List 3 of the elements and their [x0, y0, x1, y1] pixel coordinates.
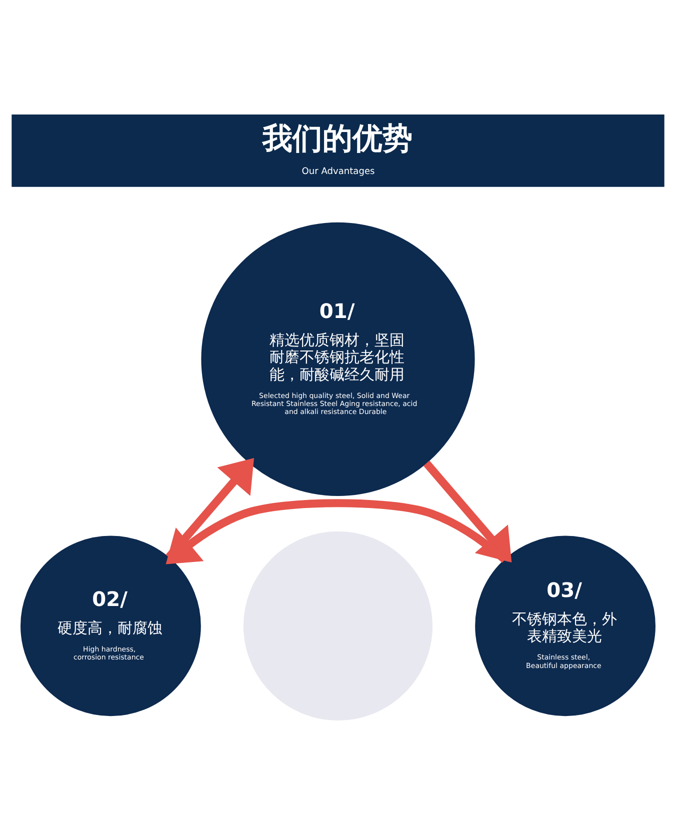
arrow	[166, 498, 508, 564]
node-circle	[243, 530, 433, 720]
node-box: 我们的优势 Our Advantages	[12, 114, 664, 186]
